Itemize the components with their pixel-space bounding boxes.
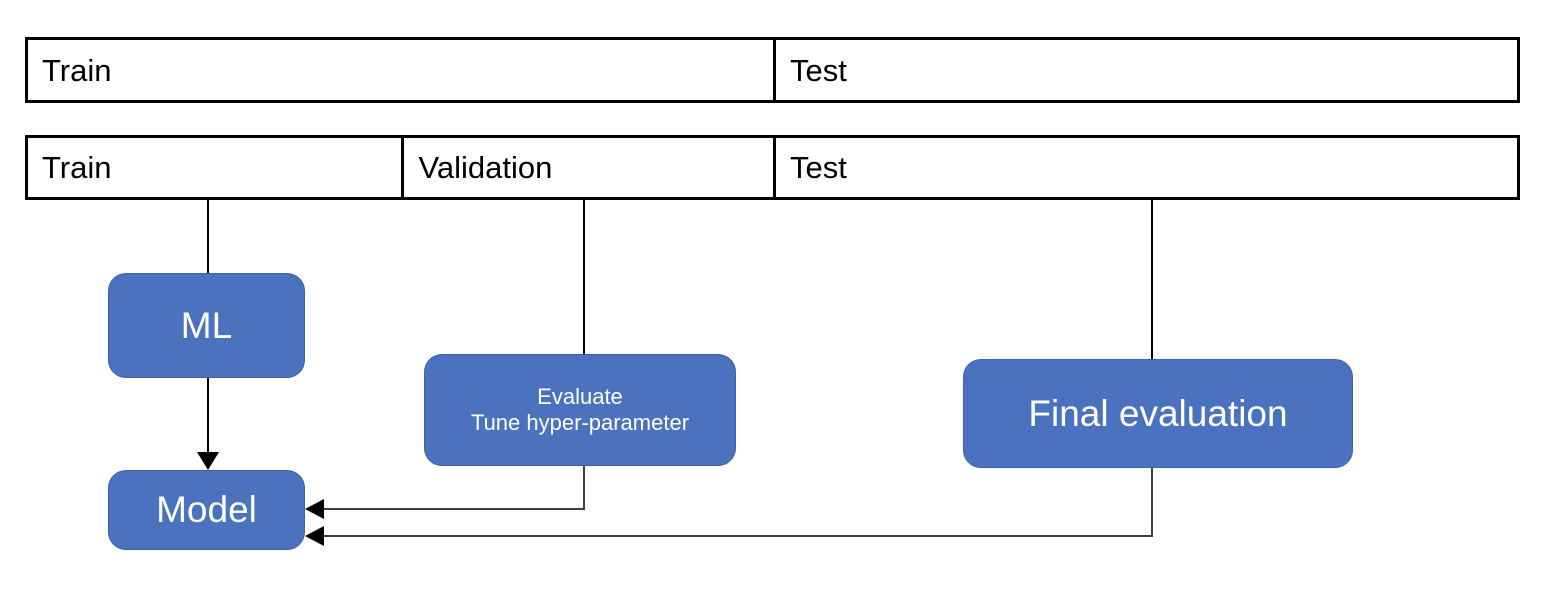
connector-validation-to-evaluate — [583, 200, 585, 355]
bar-segment-test-2: Test — [773, 138, 1517, 197]
bar-segment-label: Train — [42, 52, 112, 88]
bar-segment-label: Test — [790, 150, 847, 185]
evaluate-box-label: Evaluate Tune hyper-parameter — [470, 384, 690, 435]
model-box[interactable]: Model — [108, 470, 305, 550]
ml-box[interactable]: ML — [108, 273, 305, 378]
arrowhead-final-evaluation-to-model — [305, 526, 324, 546]
final-evaluation-box[interactable]: Final evaluation — [963, 359, 1353, 468]
feedback-final-evaluation-horizontal — [323, 535, 1152, 537]
bar-segment-train-2: Train — [28, 138, 402, 197]
bar-segment-label: Test — [789, 52, 847, 88]
ml-box-label: ML — [180, 304, 233, 346]
feedback-final-evaluation-vertical — [1151, 468, 1153, 537]
feedback-evaluate-vertical — [583, 466, 585, 510]
bar-segment-validation: Validation — [401, 138, 773, 197]
evaluate-box[interactable]: Evaluate Tune hyper-parameter — [424, 354, 736, 466]
bar-segment-label: Validation — [418, 150, 553, 185]
feedback-evaluate-horizontal — [323, 508, 584, 510]
split-bar-three-way: Train Validation Test — [25, 135, 1520, 200]
connector-train-to-ml — [207, 200, 209, 274]
connector-test-to-final-evaluation — [1151, 200, 1153, 360]
bar-segment-train-1: Train — [28, 40, 773, 100]
split-bar-two-way: Train Test — [25, 37, 1520, 103]
arrowhead-ml-to-model — [197, 452, 219, 470]
bar-segment-label: Train — [42, 150, 112, 185]
connector-ml-to-model — [207, 378, 209, 454]
arrowhead-evaluate-to-model — [305, 499, 324, 519]
model-box-label: Model — [156, 489, 257, 531]
bar-segment-test-1: Test — [772, 40, 1517, 100]
final-evaluation-box-label: Final evaluation — [1028, 392, 1288, 434]
